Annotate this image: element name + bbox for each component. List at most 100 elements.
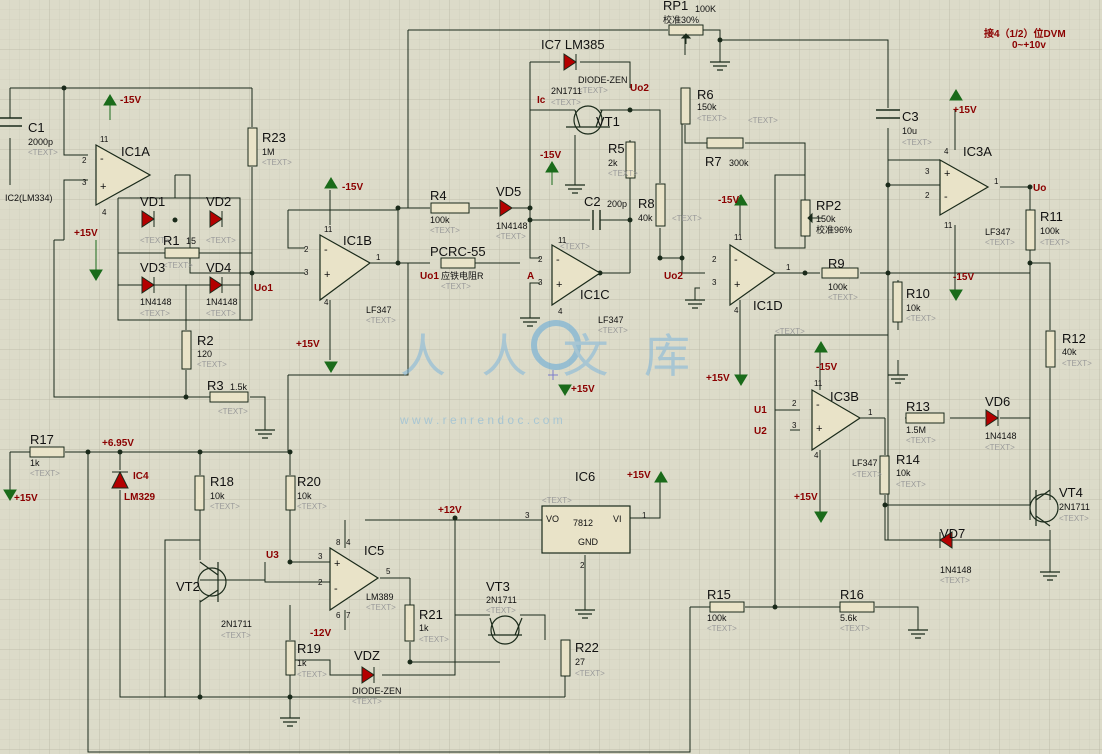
- net-labels: -15V +15V Uo1 -15V +15V Uo1 Ic -15V Uo2 …: [14, 83, 1046, 639]
- net-u1: U1: [754, 405, 767, 416]
- r15-text: <TEXT>: [707, 624, 737, 633]
- r7-value: 300k: [729, 158, 749, 168]
- net-m15-ic3b: -15V: [816, 362, 837, 373]
- ic3b-value: LF347: [852, 458, 878, 468]
- op-amp-bodies: [95, 143, 990, 612]
- r7-ref: R7: [705, 154, 722, 169]
- ic1a-plus: +: [100, 181, 106, 193]
- vd6-text: <TEXT>: [985, 443, 1015, 452]
- ic7-ref: IC7 LM385: [541, 37, 605, 52]
- r22-value: 27: [575, 657, 585, 667]
- r10-ref: R10: [906, 286, 930, 301]
- ic1b-value: LF347: [366, 305, 392, 315]
- pin-ic1a-2: 2: [82, 156, 87, 165]
- pin-ic1d-4: 4: [734, 306, 739, 315]
- ic4-value: LM329: [124, 492, 156, 503]
- r4-ref: R4: [430, 188, 447, 203]
- r5-text: <TEXT>: [608, 169, 638, 178]
- r9-ref: R9: [828, 256, 845, 271]
- net-p15-mid: +15V: [571, 384, 595, 395]
- vt1-value: 2N1711: [551, 86, 582, 96]
- r18-value: 10k: [210, 491, 225, 501]
- r12-text: <TEXT>: [1062, 359, 1092, 368]
- c2-ref: C2: [584, 194, 601, 209]
- rp1-note: 校准30%: [663, 14, 699, 25]
- r6-value: 150k: [697, 102, 717, 112]
- c3-value: 10u: [902, 126, 917, 136]
- vt2-value: 2N1711: [221, 619, 252, 629]
- r3-value: 1.5k: [230, 382, 248, 392]
- ic6-vi: VI: [613, 514, 622, 524]
- r15-ref: R15: [707, 587, 731, 602]
- resistor-bodies: [29, 24, 1056, 677]
- vd7-value: 1N4148: [940, 565, 972, 575]
- pin-ic3a-3: 3: [925, 167, 930, 176]
- r20-ref: R20: [297, 474, 321, 489]
- ic1d-ref: IC1D: [753, 298, 783, 313]
- vd4-ref: VD4: [206, 260, 231, 275]
- ic6-value: 7812: [573, 518, 593, 528]
- r11-ref: R11: [1040, 209, 1063, 224]
- pcrc-value: 应铁电阻R: [441, 270, 484, 281]
- pin-ic3a-1: 1: [994, 177, 999, 186]
- pin-ic1d-11: 11: [734, 233, 743, 242]
- pin-ic1d-3: 3: [712, 278, 717, 287]
- net-m15-ic1c: -15V: [540, 150, 561, 161]
- r21-ref: R21: [419, 607, 443, 622]
- vd1-text: <TEXT>: [140, 236, 170, 245]
- net-p15-ic1b: +15V: [296, 339, 320, 350]
- net-a: A: [527, 271, 534, 282]
- r7-text: <TEXT>: [748, 116, 778, 125]
- ic3b-minus: -: [816, 399, 820, 411]
- ic3b-text: <TEXT>: [852, 470, 882, 479]
- r19-value: 1k: [297, 658, 307, 668]
- ic1c-plus: +: [556, 279, 562, 291]
- ic2-ref: IC2(LM334): [5, 193, 53, 203]
- net-uo1-b: Uo1: [420, 271, 439, 282]
- ic1b-ref: IC1B: [343, 233, 372, 248]
- r2-text: <TEXT>: [197, 360, 227, 369]
- capacitor-plates: [0, 109, 900, 230]
- pin-ic3a-11: 11: [944, 221, 953, 230]
- net-p15-left: +15V: [14, 493, 38, 504]
- r4-value: 100k: [430, 215, 450, 225]
- pin-ic1c-4: 4: [558, 307, 563, 316]
- r19-text: <TEXT>: [297, 670, 327, 679]
- ic1d-plus: +: [734, 279, 740, 291]
- r15-value: 100k: [707, 613, 727, 623]
- vt4-value: 2N1711: [1059, 502, 1090, 512]
- vdz-value: DIODE-ZEN: [352, 686, 402, 696]
- r1-text: <TEXT>: [163, 261, 193, 270]
- pcrc-ref: PCRC-55: [430, 244, 486, 259]
- pin-ic1d-2: 2: [712, 255, 717, 264]
- crosshair-icon: [548, 370, 558, 380]
- net-m15-ic1d: -15V: [718, 195, 739, 206]
- r11-text: <TEXT>: [1040, 238, 1070, 247]
- vd3-text: <TEXT>: [140, 309, 170, 318]
- r4-text: <TEXT>: [430, 226, 460, 235]
- ground-symbols: [255, 61, 1060, 727]
- pin-ic1c-3: 3: [538, 278, 543, 287]
- r2-ref: R2: [197, 333, 214, 348]
- pin-ic1b-4: 4: [324, 298, 329, 307]
- ic3b-plus: +: [816, 423, 822, 435]
- net-u2: U2: [754, 426, 767, 437]
- net-p695: +6.95V: [102, 438, 134, 449]
- pin-ic1a-3: 3: [82, 178, 87, 187]
- watermark-url: w w w . r e n r e n d o c . c o m: [399, 413, 563, 427]
- r11-value: 100k: [1040, 226, 1060, 236]
- c1-ref: C1: [28, 120, 45, 135]
- r16-value: 5.6k: [840, 613, 858, 623]
- pin-ic1c-11: 11: [558, 236, 567, 245]
- r5-ref: R5: [608, 141, 625, 156]
- r8-text: <TEXT>: [672, 214, 702, 223]
- r8-value: 40k: [638, 213, 653, 223]
- r16-text: <TEXT>: [840, 624, 870, 633]
- pin-ic3a-2: 2: [925, 191, 930, 200]
- pin-ic3b-1: 1: [868, 408, 873, 417]
- pcrc-text: <TEXT>: [441, 282, 471, 291]
- ic3b-ref: IC3B: [830, 389, 859, 404]
- pin-ic1a-11: 11: [100, 135, 109, 144]
- r9-value: 100k: [828, 282, 848, 292]
- pin-ic6-2: 2: [580, 561, 585, 570]
